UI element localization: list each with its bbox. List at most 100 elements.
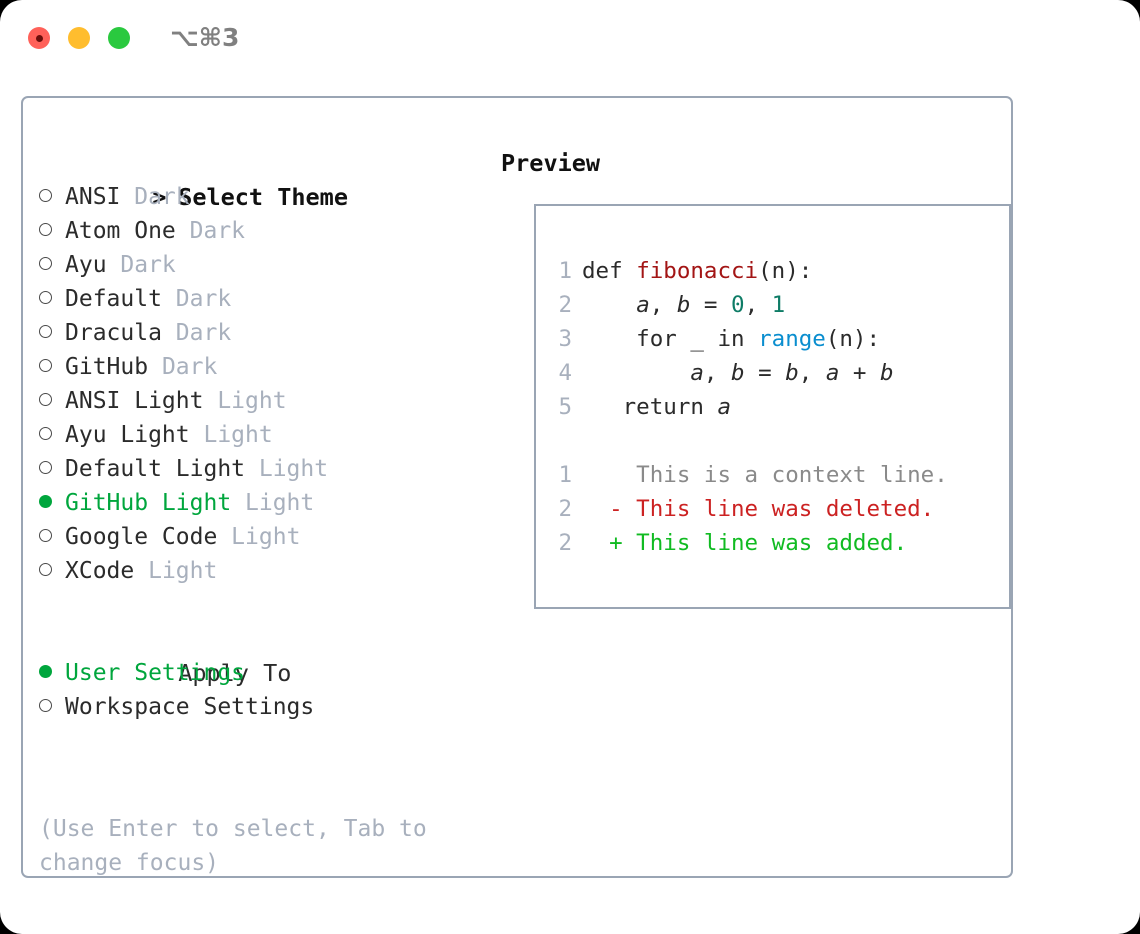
- theme-option-kind: Dark: [106, 252, 176, 278]
- code-token-num: 0: [731, 292, 745, 318]
- theme-option-label: XCode: [65, 558, 135, 584]
- diff-sign: +: [582, 530, 623, 556]
- focus-caret-icon: >: [152, 183, 167, 211]
- window-controls: [28, 27, 130, 49]
- close-button[interactable]: [28, 27, 50, 49]
- code-token-plain: ,: [798, 360, 826, 386]
- theme-option-ansi-light[interactable]: ANSI Light Light: [39, 384, 489, 418]
- diff-sign: [582, 462, 623, 488]
- line-number: 2: [558, 496, 572, 522]
- radio-unselected-icon: [39, 418, 65, 452]
- code-line: 4 a, b = b, a + b: [550, 356, 1009, 390]
- theme-option-ansi[interactable]: ANSI Dark: [39, 180, 489, 214]
- theme-option-kind: Light: [245, 456, 329, 482]
- line-number: 4: [558, 360, 572, 386]
- radio-unselected-icon: [39, 452, 65, 486]
- radio-marker: [39, 495, 52, 508]
- code-token-plain: ,: [649, 292, 677, 318]
- theme-option-ayu-light[interactable]: Ayu Light Light: [39, 418, 489, 452]
- preview-title: Preview: [501, 149, 601, 177]
- theme-option-default[interactable]: Default Dark: [39, 282, 489, 316]
- radio-marker: [39, 189, 52, 202]
- radio-marker: [39, 393, 52, 406]
- radio-unselected-icon: [39, 554, 65, 588]
- select-theme-heading-label: Select Theme: [178, 183, 348, 211]
- code-token-fn: fibonacci: [636, 258, 759, 284]
- theme-option-label: Default Light: [65, 456, 246, 482]
- theme-option-label: Ayu Light: [65, 422, 190, 448]
- radio-unselected-icon: [39, 180, 65, 214]
- theme-option-kind: Light: [217, 524, 301, 550]
- apply-option-user-settings[interactable]: User Settings: [39, 656, 489, 690]
- theme-option-label: Dracula: [65, 320, 162, 346]
- list-spacer: [39, 588, 489, 622]
- theme-option-ayu[interactable]: Ayu Dark: [39, 248, 489, 282]
- keyboard-hint-text: (Use Enter to select, Tab to change focu…: [39, 816, 441, 876]
- code-token-plain: +: [839, 360, 881, 386]
- code-token-var: b: [880, 360, 894, 386]
- minimize-button[interactable]: [68, 27, 90, 49]
- theme-option-kind: Light: [134, 558, 218, 584]
- theme-option-xcode[interactable]: XCode Light: [39, 554, 489, 588]
- line-number: 5: [558, 394, 572, 420]
- radio-unselected-icon: [39, 282, 65, 316]
- apply-option-label: User Settings: [65, 660, 246, 686]
- code-token-plain: ,: [744, 292, 772, 318]
- theme-option-label: Ayu: [65, 252, 107, 278]
- code-token-plain: [582, 292, 636, 318]
- theme-option-label: GitHub Light: [65, 490, 232, 516]
- code-token-plain: ,: [703, 360, 732, 386]
- code-line: 2 a, b = 0, 1: [550, 288, 1009, 322]
- code-line: 5 return a: [550, 390, 1009, 424]
- radio-marker: [39, 563, 52, 576]
- theme-option-label: ANSI: [65, 184, 121, 210]
- theme-option-default-light[interactable]: Default Light Light: [39, 452, 489, 486]
- code-token-var: b: [676, 292, 691, 318]
- theme-option-kind: Light: [231, 490, 315, 516]
- radio-marker: [39, 257, 52, 270]
- theme-option-github-light[interactable]: GitHub Light Light: [39, 486, 489, 520]
- zoom-button[interactable]: [108, 27, 130, 49]
- code-token-plain: return: [582, 394, 718, 420]
- diff-sample: 1 This is a context line. 2 - This line w…: [550, 458, 1009, 560]
- diff-sign: -: [582, 496, 623, 522]
- code-token-kw: def: [582, 258, 637, 284]
- code-token-var: a: [717, 394, 732, 420]
- theme-option-kind: Dark: [148, 354, 218, 380]
- code-token-plain: for _ in: [582, 326, 759, 352]
- theme-option-dracula[interactable]: Dracula Dark: [39, 316, 489, 350]
- theme-option-github[interactable]: GitHub Dark: [39, 350, 489, 384]
- code-line: 3 for _ in range(n):: [550, 322, 1009, 356]
- code-token-var: a: [636, 292, 650, 318]
- code-token-var: b: [785, 360, 799, 386]
- diff-text: This line was added.: [622, 530, 908, 556]
- theme-option-label: Google Code: [65, 524, 218, 550]
- radio-marker: [39, 325, 52, 338]
- theme-option-atom-one[interactable]: Atom One Dark: [39, 214, 489, 248]
- line-number: 1: [558, 462, 572, 488]
- theme-option-google-code[interactable]: Google Code Light: [39, 520, 489, 554]
- radio-unselected-icon: [39, 520, 65, 554]
- radio-unselected-icon: [39, 214, 65, 248]
- radio-unselected-icon: [39, 690, 65, 724]
- code-token-plain: =: [744, 360, 786, 386]
- theme-option-label: Atom One: [65, 218, 176, 244]
- radio-marker: [39, 291, 52, 304]
- radio-marker: [39, 529, 52, 542]
- diff-line: 1 This is a context line.: [550, 458, 1009, 492]
- keyboard-shortcut-label: ⌥⌘3: [170, 23, 240, 52]
- code-token-plain: [582, 360, 690, 386]
- radio-marker: [39, 665, 52, 678]
- title-bar: ⌥⌘3: [0, 0, 1140, 78]
- line-number: 1: [558, 258, 572, 284]
- radio-unselected-icon: [39, 350, 65, 384]
- theme-option-kind: Light: [189, 422, 273, 448]
- apply-option-workspace-settings[interactable]: Workspace Settings: [39, 690, 489, 724]
